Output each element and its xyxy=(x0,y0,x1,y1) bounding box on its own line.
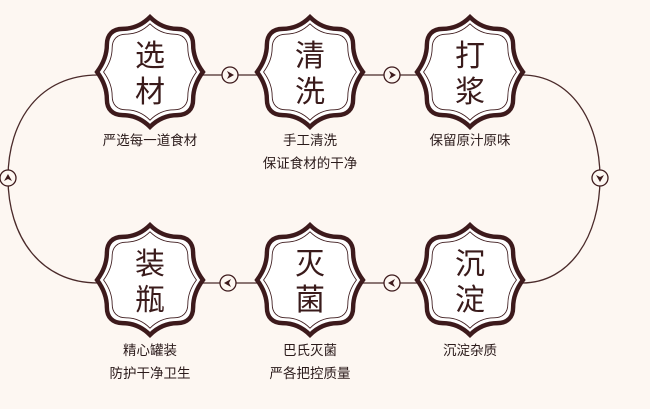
step-badge: 装瓶 xyxy=(97,225,203,335)
step-title-char: 装 xyxy=(135,247,165,282)
step-title-char: 选 xyxy=(135,39,165,74)
step-title-char: 打 xyxy=(455,39,485,74)
step-caption: 沉淀杂质 xyxy=(380,340,560,363)
caption-line: 防护干净卫生 xyxy=(109,366,191,382)
arrow-icon xyxy=(221,66,239,84)
step-title-char: 浆 xyxy=(455,75,485,110)
step-badge: 选材 xyxy=(97,17,203,127)
caption-line: 严选每一道食材 xyxy=(102,133,198,149)
step-caption: 巴氏灭菌严各把控质量 xyxy=(220,340,400,386)
arrow-icon xyxy=(219,274,237,292)
caption-line: 手工清洗 xyxy=(283,133,337,149)
step-badge: 清洗 xyxy=(257,17,363,127)
arrow-icon xyxy=(591,169,609,187)
step-badge: 沉淀 xyxy=(417,225,523,335)
step-title-char: 淀 xyxy=(455,283,485,318)
step-caption: 保留原汁原味 xyxy=(380,130,560,153)
step-title-char: 材 xyxy=(135,75,165,110)
step-caption: 精心罐装防护干净卫生 xyxy=(60,340,240,386)
arrow-icon xyxy=(383,66,401,84)
step-badge: 打浆 xyxy=(417,17,523,127)
step-title-char: 菌 xyxy=(295,283,325,318)
arrow-icon xyxy=(0,169,17,187)
caption-line: 严各把控质量 xyxy=(269,366,351,382)
caption-line: 巴氏灭菌 xyxy=(283,343,337,359)
caption-line: 保留原汁原味 xyxy=(429,133,511,149)
step-title-char: 灭 xyxy=(295,247,325,282)
arrows xyxy=(0,66,609,292)
caption-line: 沉淀杂质 xyxy=(443,343,497,359)
step-title-char: 瓶 xyxy=(135,283,165,318)
step-badge: 灭菌 xyxy=(257,225,363,335)
caption-line: 保证食材的干净 xyxy=(262,156,358,172)
step-caption: 手工清洗保证食材的干净 xyxy=(220,130,400,176)
step-title-char: 沉 xyxy=(455,247,485,282)
caption-line: 精心罐装 xyxy=(123,343,177,359)
step-title-char: 清 xyxy=(295,39,325,74)
step-caption: 严选每一道食材 xyxy=(60,130,240,153)
step-title-char: 洗 xyxy=(295,75,325,110)
arrow-icon xyxy=(383,274,401,292)
